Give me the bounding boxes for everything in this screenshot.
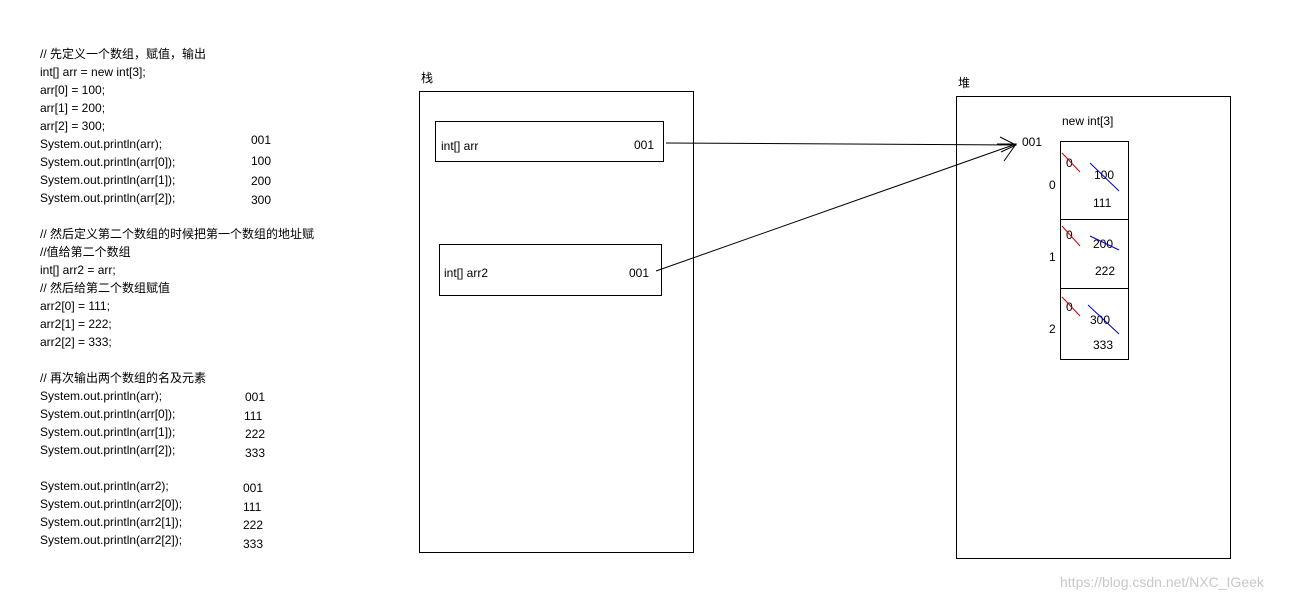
heap-index: 2 — [1049, 322, 1056, 336]
output-value: 111 — [243, 500, 262, 514]
code-line: System.out.println(arr[0]); — [40, 155, 176, 169]
code-line: int[] arr2 = arr; — [40, 263, 116, 277]
code-line: System.out.println(arr2[2]); — [40, 533, 183, 547]
code-line: arr[1] = 200; — [40, 101, 106, 115]
code-line: System.out.println(arr); — [40, 137, 163, 151]
heap-old-value: 100 — [1094, 168, 1115, 182]
stack-var-arr-name: int[] arr — [441, 139, 479, 153]
code-line: System.out.println(arr2[0]); — [40, 497, 183, 511]
output-value: 333 — [243, 537, 264, 551]
stack-var-arr — [435, 121, 664, 162]
heap-title: 堆 — [958, 76, 971, 90]
stack-var-arr2-name: int[] arr2 — [444, 266, 489, 280]
heap-new-value: 333 — [1093, 338, 1114, 352]
heap-index: 0 — [1049, 178, 1056, 192]
watermark: https://blog.csdn.net/NXC_IGeek — [1060, 574, 1264, 590]
output-value: 001 — [243, 481, 264, 495]
heap-initial-value: 0 — [1066, 228, 1073, 242]
stack-title: 栈 — [421, 71, 434, 85]
stack-var-arr2 — [439, 244, 662, 296]
heap-initial-value: 0 — [1066, 300, 1073, 314]
code-line: System.out.println(arr[0]); — [40, 407, 176, 421]
code-line: System.out.println(arr); — [40, 389, 163, 403]
code-line: arr[2] = 300; — [40, 119, 106, 133]
code-line: System.out.println(arr[1]); — [40, 425, 176, 439]
output-value: 001 — [245, 390, 266, 404]
heap-index: 1 — [1049, 250, 1056, 264]
code-line: // 再次输出两个数组的名及元素 — [40, 371, 207, 385]
heap-new-value: 111 — [1093, 196, 1112, 210]
code-line: System.out.println(arr2); — [40, 479, 169, 493]
stack-var-arr2-addr: 001 — [629, 266, 650, 280]
output-value: 222 — [245, 427, 266, 441]
code-line: // 先定义一个数组，赋值，输出 — [40, 47, 207, 61]
code-line: System.out.println(arr[2]); — [40, 191, 176, 205]
code-line: arr2[1] = 222; — [40, 317, 112, 331]
heap-old-value: 200 — [1093, 237, 1114, 251]
code-line: arr2[0] = 111; — [40, 299, 110, 313]
code-line: // 然后给第二个数组赋值 — [40, 281, 171, 295]
code-line: System.out.println(arr[2]); — [40, 443, 176, 457]
output-value: 222 — [243, 518, 264, 532]
code-line: System.out.println(arr[1]); — [40, 173, 176, 187]
output-value: 200 — [251, 174, 272, 188]
output-value: 100 — [251, 154, 272, 168]
heap-initial-value: 0 — [1066, 156, 1073, 170]
stack-region — [419, 91, 694, 553]
heap-address: 001 — [1022, 135, 1043, 149]
output-value: 001 — [251, 133, 272, 147]
output-value: 111 — [244, 409, 263, 423]
output-value: 333 — [245, 446, 266, 460]
code-line: int[] arr = new int[3]; — [40, 65, 146, 79]
heap-new-value: 222 — [1095, 264, 1116, 278]
heap-object-label: new int[3] — [1062, 114, 1114, 128]
code-line: arr2[2] = 333; — [40, 335, 112, 349]
code-line: System.out.println(arr2[1]); — [40, 515, 183, 529]
code-line: // 然后定义第二个数组的时候把第一个数组的地址赋 — [40, 227, 315, 241]
output-value: 300 — [251, 193, 272, 207]
code-line: arr[0] = 100; — [40, 83, 106, 97]
stack-var-arr-addr: 001 — [634, 138, 655, 152]
heap-old-value: 300 — [1090, 313, 1111, 327]
code-line: //值给第二个数组 — [40, 245, 131, 259]
